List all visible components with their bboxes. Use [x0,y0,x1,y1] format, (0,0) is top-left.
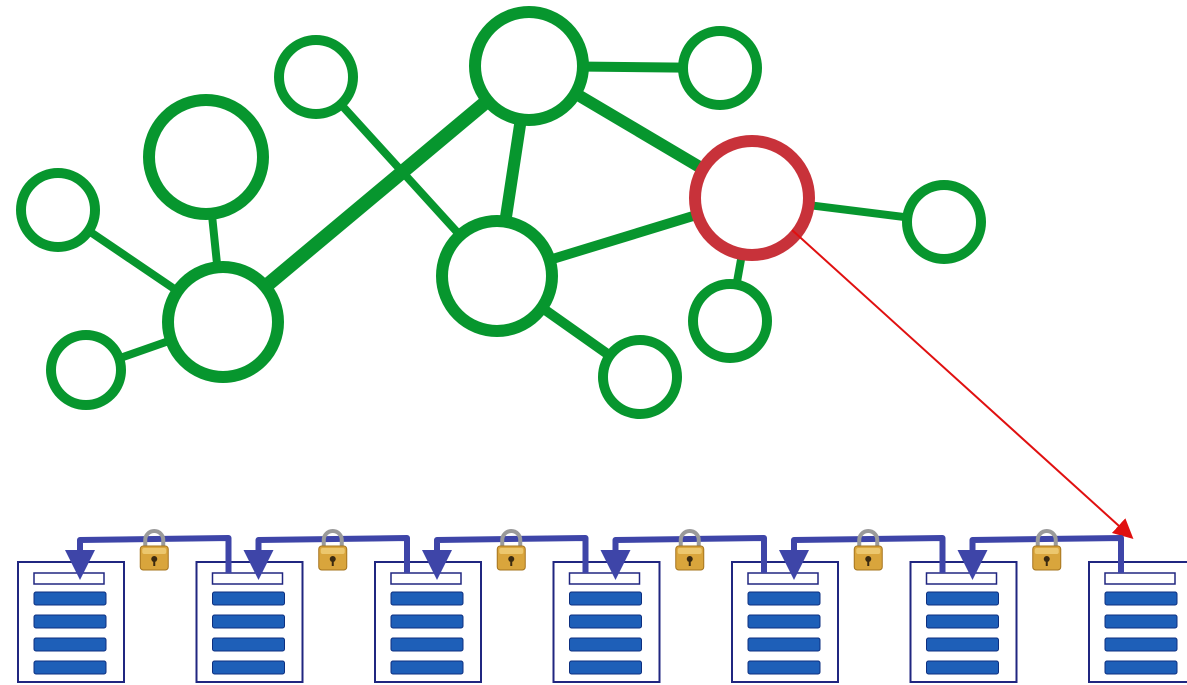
hash-link-arrow [243,535,410,580]
network-node [902,180,986,264]
network-node [46,330,126,410]
network-node [436,215,558,337]
network-edge [216,59,536,329]
block-header [1104,572,1176,585]
block [1088,561,1187,683]
block-row [390,637,464,652]
block-row [747,637,821,652]
network-node [274,35,358,119]
block-row [569,660,642,675]
padlock-icon [139,529,169,571]
block [731,561,839,683]
block-header [925,572,998,585]
block-row [212,660,285,675]
block-row [926,591,999,606]
block-row [926,660,999,675]
block [17,561,125,683]
block [195,561,304,683]
block-row [390,614,464,629]
highlighted-network-node [689,135,815,261]
block-row [747,660,821,675]
block-row [390,591,464,606]
block-header [33,572,105,585]
padlock-icon [496,529,526,571]
block-row [926,614,999,629]
block-row [1104,591,1178,606]
block-row [1104,637,1178,652]
block-row [390,660,464,675]
block-row [33,591,107,606]
network-node [469,6,589,126]
block-row [212,591,285,606]
block-row [1104,660,1178,675]
block-row [569,591,642,606]
block-row [1104,614,1178,629]
block-row [569,614,642,629]
block-row [33,660,107,675]
block-row [33,614,107,629]
hash-link-arrow [957,535,1124,580]
hash-link-arrow [65,535,232,580]
network-node [598,335,682,419]
pointer-arrow [791,229,1134,540]
block-header [747,572,819,585]
block-row [212,614,285,629]
block-row [212,637,285,652]
padlock-icon [675,529,705,571]
hash-link-arrow [779,535,946,580]
network-node [16,168,100,252]
block-header [568,572,641,585]
hash-link-arrow [600,535,767,580]
block [909,561,1018,683]
block-row [747,614,821,629]
hash-link-arrow [422,535,589,580]
padlock-icon [1032,529,1062,571]
block-row [569,637,642,652]
padlock-icon [853,529,883,571]
block [374,561,482,683]
block-row [33,637,107,652]
block [552,561,661,683]
block-row [747,591,821,606]
network-node [143,94,269,220]
network-nodes [16,6,986,419]
block-header [211,572,284,585]
padlock-icon [318,529,348,571]
network-node [162,261,284,383]
block-row [926,637,999,652]
blockchain [17,529,1187,683]
block-header [390,572,462,585]
network-node [688,279,772,363]
network-node [678,26,762,110]
